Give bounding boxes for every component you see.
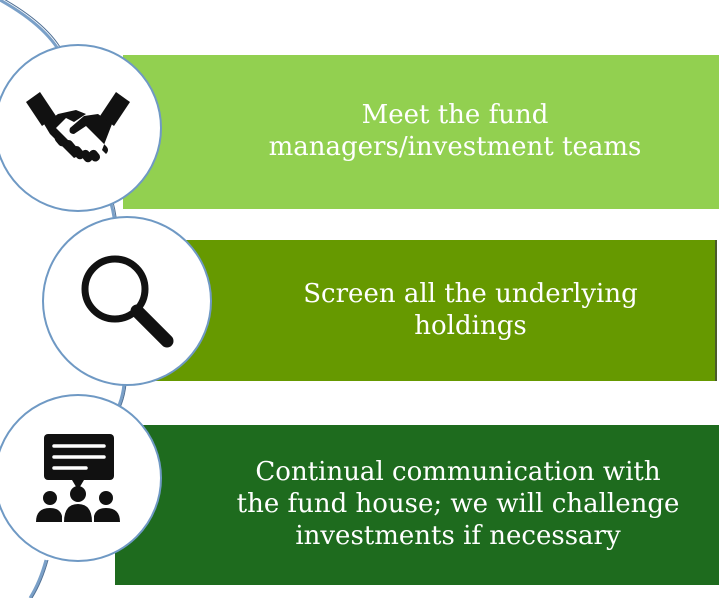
- step-text-line: Meet the fund: [361, 100, 549, 131]
- step-band-continual-communication: Continual communication with the fund ho…: [115, 425, 719, 585]
- step-text-line: Screen all the underlying: [303, 278, 638, 309]
- step-text: Meet the fund managers/investment teams: [269, 100, 642, 163]
- handshake-icon: [26, 88, 130, 168]
- step-band-screen-holdings: Screen all the underlying holdings: [148, 240, 717, 381]
- step-text: Screen all the underlying holdings: [303, 279, 637, 342]
- step-text-line: the fund house; we will challenge: [236, 489, 680, 520]
- step-text-line: Continual communication with: [255, 457, 661, 488]
- meeting-presentation-icon: [30, 430, 126, 526]
- step-text-line: holdings: [414, 310, 527, 341]
- magnifier-icon: [75, 249, 179, 353]
- step-text-line: investments if necessary: [295, 520, 621, 551]
- step-icon-circle: [42, 216, 212, 386]
- step-text-line: managers/investment teams: [268, 132, 642, 162]
- step-icon-circle: [0, 44, 162, 212]
- step-band-meet-managers: Meet the fund managers/investment teams: [123, 55, 719, 209]
- step-text: Continual communication with the fund ho…: [237, 457, 680, 552]
- step-icon-circle: [0, 394, 162, 562]
